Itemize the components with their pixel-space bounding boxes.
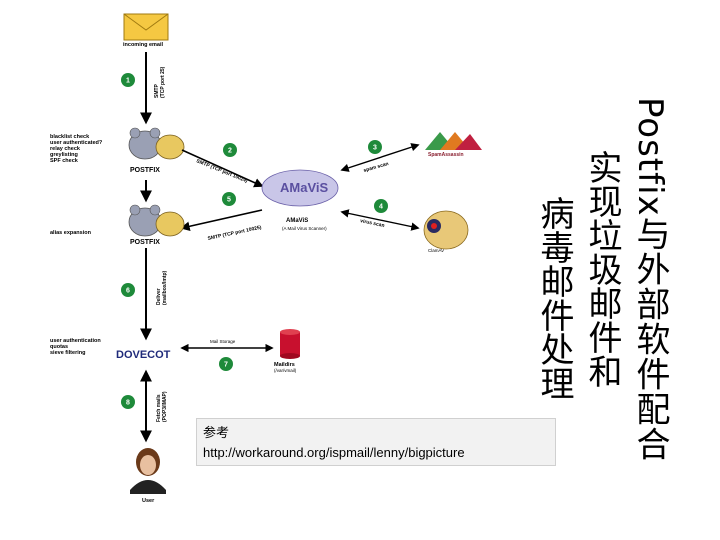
step-6: 6 bbox=[121, 283, 135, 297]
postfix-mascot-icon-bottom bbox=[128, 204, 185, 237]
step-1: 1 bbox=[121, 73, 135, 87]
user-auth-text: user authentication quotas sieve filteri… bbox=[50, 338, 102, 356]
smtp-port-25-label: SMTP(TCP port 25) bbox=[154, 66, 166, 98]
reference-label: 参考 bbox=[203, 425, 230, 440]
mail-storage-label: Mail Storage bbox=[210, 339, 236, 344]
fetch-mails-label: Fetch mails(POP3/IMAP) bbox=[156, 391, 168, 422]
step-8: 8 bbox=[121, 395, 135, 409]
incoming-email-label: incoming email bbox=[123, 42, 164, 48]
reference-url[interactable]: http://workaround.org/ispmail/lenny/bigp… bbox=[203, 445, 465, 460]
alias-expansion-text: alias expansion bbox=[50, 230, 92, 236]
svg-text:5: 5 bbox=[227, 197, 231, 204]
spamassassin-logo-icon bbox=[425, 132, 482, 150]
maildirs-label: Maildirs bbox=[274, 362, 295, 368]
svg-text:4: 4 bbox=[379, 204, 383, 211]
svg-text:1: 1 bbox=[126, 78, 130, 85]
step-2: 2 bbox=[223, 143, 237, 157]
smtp-port-10025-label: SMTP (TCP port 10025) bbox=[207, 225, 262, 242]
clamav-label: ClamAV bbox=[428, 248, 444, 253]
arrow-4 bbox=[340, 209, 420, 231]
postfix-mascot-icon-top bbox=[128, 127, 185, 160]
virus-scan-label: virus scan bbox=[360, 218, 385, 229]
blacklist-checks-text: blacklist check user authenticated? rela… bbox=[50, 134, 104, 164]
svg-text:8: 8 bbox=[126, 400, 130, 407]
envelope-icon bbox=[123, 13, 169, 41]
dovecot-logo: DOVECOT bbox=[116, 349, 171, 361]
postfix-label-top: POSTFIX bbox=[130, 167, 160, 174]
step-7: 7 bbox=[219, 357, 233, 371]
user-label: User bbox=[142, 498, 155, 504]
spam-scan-label: spam scan bbox=[363, 161, 390, 174]
maildirs-sublabel: (/var/vmail) bbox=[274, 368, 297, 373]
arrow-3 bbox=[340, 143, 420, 172]
amavis-sublabel: (A Mail Virus Scanner) bbox=[282, 226, 327, 231]
arrow-5 bbox=[180, 209, 263, 231]
deliver-label: Deliver(mailbox/lmtp) bbox=[156, 270, 168, 305]
slide-title: Postfix与外部软件配合 bbox=[630, 97, 670, 462]
step-5: 5 bbox=[222, 192, 236, 206]
slide-subtitle-line-1: 实现垃圾邮件和 bbox=[582, 150, 622, 388]
reference-box: 参考 http://workaround.org/ispmail/lenny/b… bbox=[196, 418, 556, 466]
smtp-port-10024-label: SMTP (TCP port 10024) bbox=[195, 158, 248, 184]
step-3: 3 bbox=[368, 140, 382, 154]
svg-text:6: 6 bbox=[126, 288, 130, 295]
svg-text:2: 2 bbox=[228, 148, 232, 155]
spamassassin-label: SpamAssassin bbox=[428, 152, 464, 158]
svg-text:7: 7 bbox=[224, 362, 228, 369]
svg-text:3: 3 bbox=[373, 145, 377, 152]
slide-subtitle-line-2: 病毒邮件处理 bbox=[534, 196, 574, 400]
user-avatar-icon bbox=[130, 448, 166, 494]
maildir-storage-icon bbox=[280, 329, 300, 359]
svg-text:AMaViS: AMaViS bbox=[280, 180, 328, 195]
amavis-logo-icon: AMaViS bbox=[261, 169, 339, 207]
arrow-2 bbox=[181, 149, 264, 188]
clamav-logo-icon bbox=[423, 210, 469, 250]
amavis-label: AMaViS bbox=[286, 218, 308, 224]
step-4: 4 bbox=[374, 199, 388, 213]
postfix-label-bottom: POSTFIX bbox=[130, 239, 160, 246]
